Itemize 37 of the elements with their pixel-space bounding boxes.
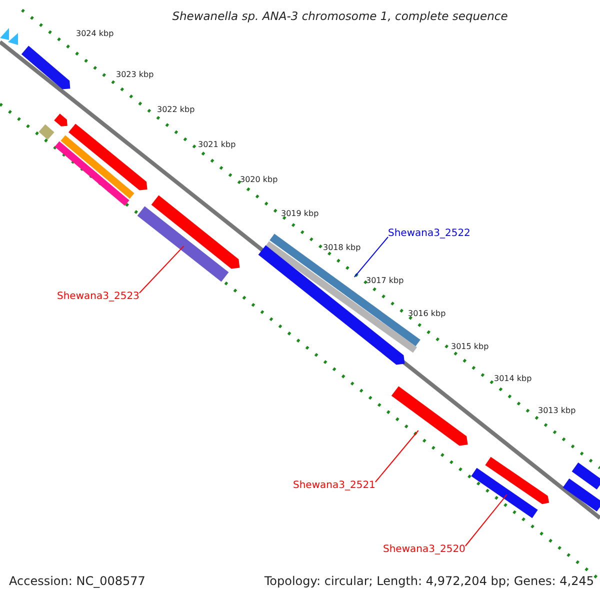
tick-label: 3013 kbp	[538, 407, 576, 416]
footer-text: Accession: NC_008577	[9, 575, 146, 588]
tick-label: 3015 kbp	[451, 343, 489, 352]
tick-label: 3016 kbp	[408, 310, 446, 319]
gene-bar	[572, 462, 600, 490]
tick-label: 3022 kbp	[157, 106, 195, 115]
gene-label: Shewana3_2522	[388, 228, 470, 239]
tick-label: 3020 kbp	[240, 176, 278, 185]
footer-text: Topology: circular; Length: 4,972,204 bp; Genes: 4,245	[264, 575, 594, 588]
gene-block	[485, 456, 550, 504]
leader-line	[138, 246, 184, 294]
leader-line	[354, 236, 388, 278]
leader-line	[374, 430, 419, 482]
gene-bar	[562, 478, 600, 512]
leader-line	[464, 494, 508, 546]
gene-label: Shewana3_2523	[57, 291, 140, 302]
gene-block	[21, 46, 70, 90]
gene-bar	[60, 135, 134, 199]
tick-label: 3021 kbp	[198, 141, 236, 150]
tick-label: 3017 kbp	[366, 277, 404, 286]
tick-label: 3019 kbp	[281, 210, 319, 219]
gene-block	[391, 386, 468, 446]
tick-label: 3018 kbp	[323, 244, 361, 253]
gene-bar	[54, 141, 130, 206]
gene-block	[258, 245, 405, 365]
tick-label: 3014 kbp	[494, 375, 532, 384]
gene-block	[151, 195, 240, 269]
tick-label: 3023 kbp	[116, 71, 154, 80]
gene-block	[54, 114, 68, 126]
gene-label: Shewana3_2521	[293, 480, 376, 491]
gene-label: Shewana3_2520	[383, 544, 466, 555]
tick-label: 3024 kbp	[76, 30, 114, 39]
gene-bar	[38, 124, 54, 140]
title: Shewanella sp. ANA-3 chromosome 1, complete sequence	[171, 10, 509, 23]
gene-block	[68, 124, 148, 190]
gene-bar	[471, 468, 538, 518]
gene-bar	[137, 206, 229, 282]
